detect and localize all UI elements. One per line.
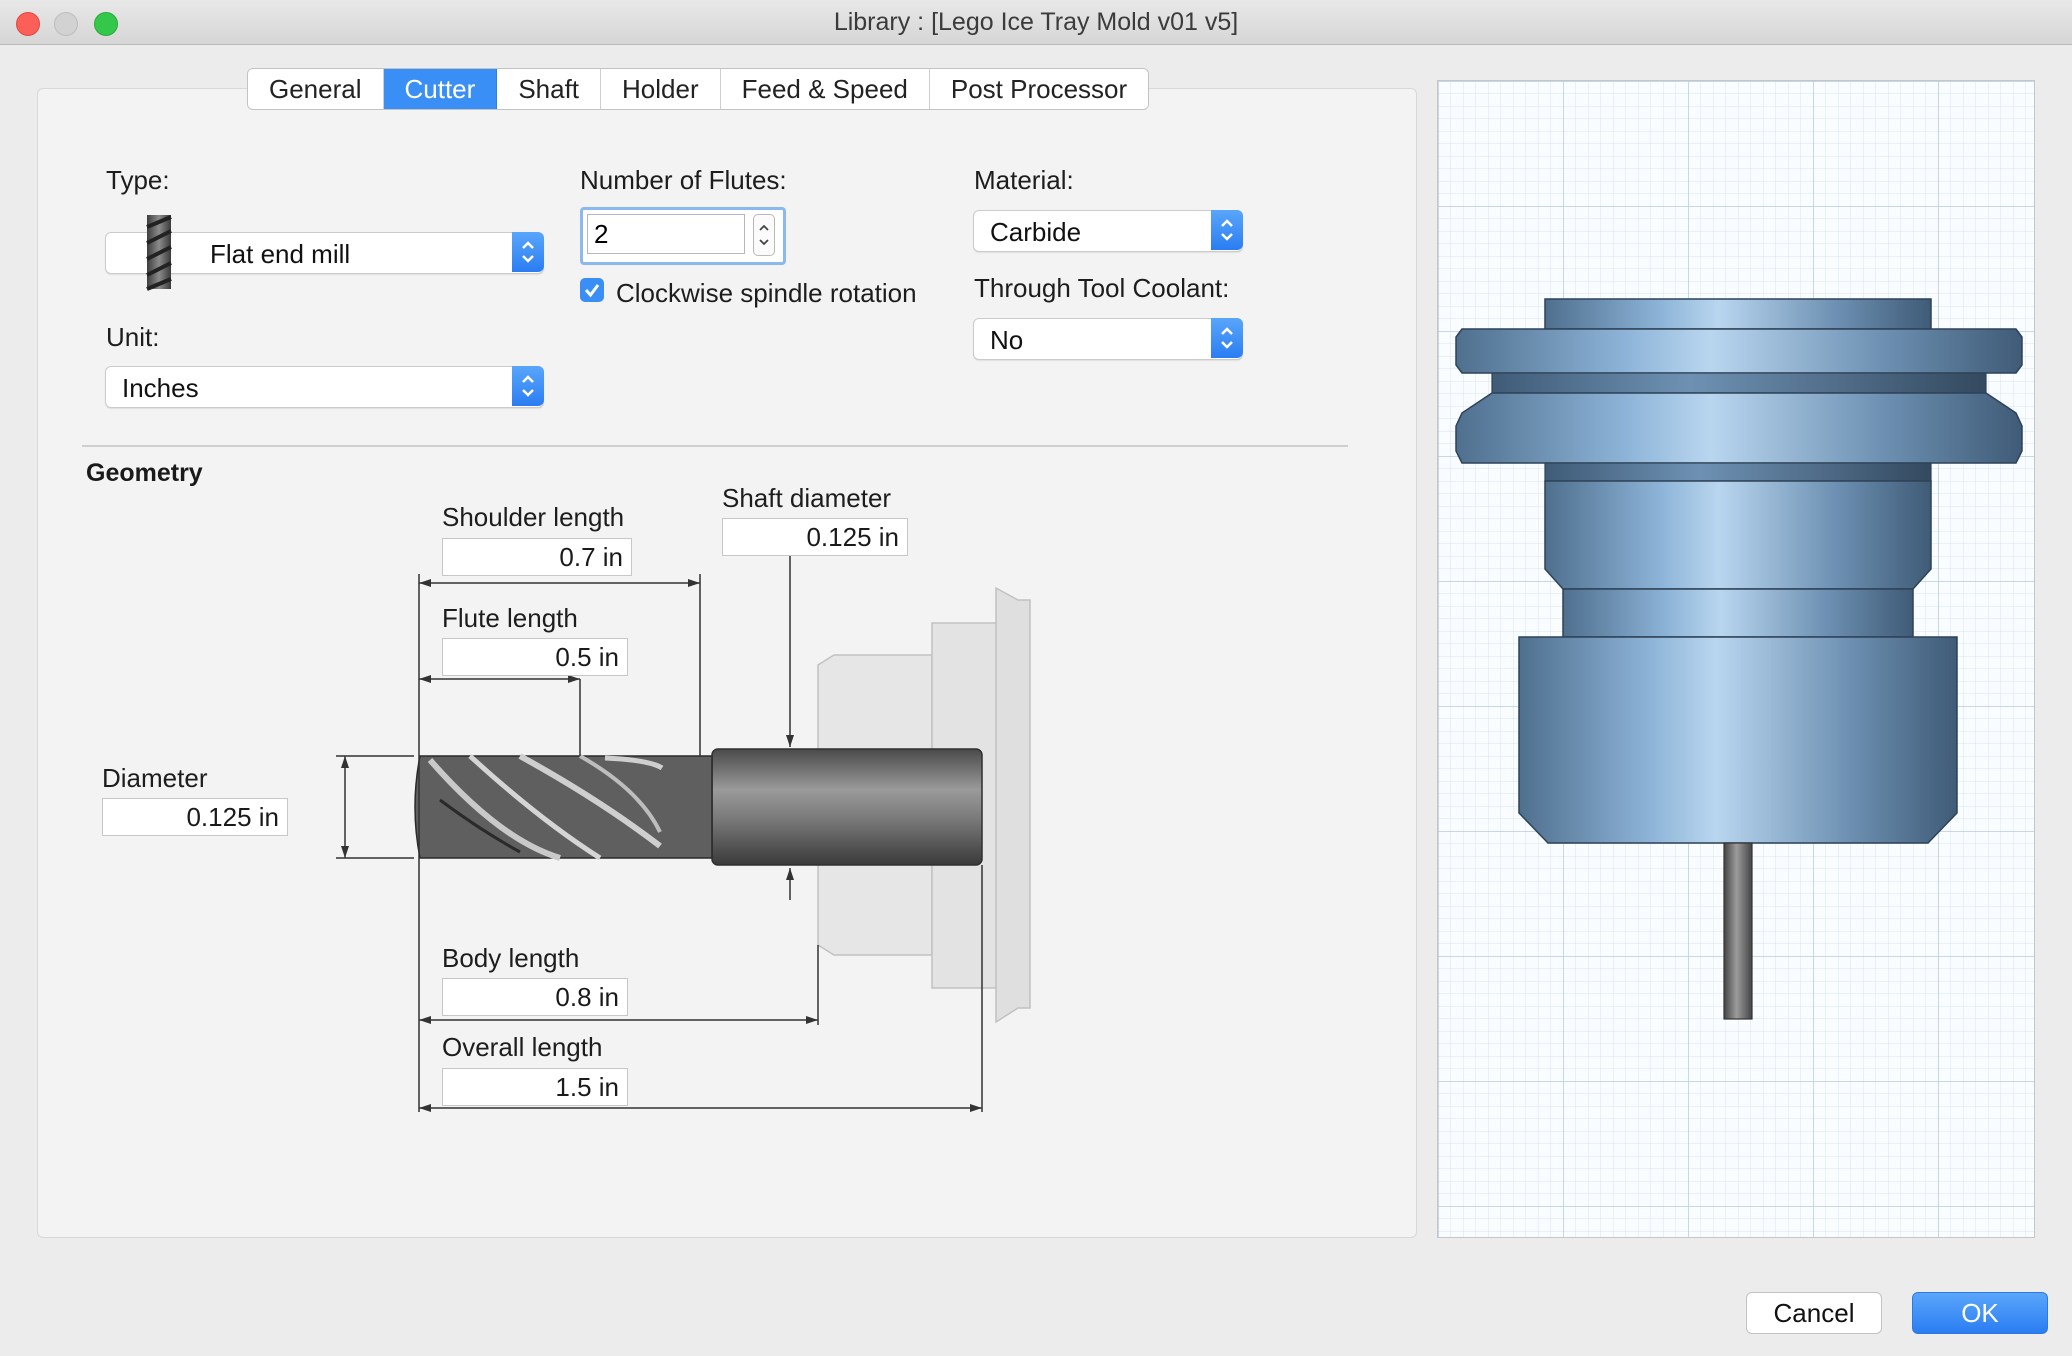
title-bar: Library : [Lego Ice Tray Mold v01 v5] — [0, 0, 2072, 45]
flutes-label: Number of Flutes: — [580, 165, 787, 195]
shaft-diameter-label: Shaft diameter — [722, 483, 892, 513]
geometry-heading: Geometry — [86, 459, 203, 487]
shaft-diameter-field[interactable]: 0.125 in — [722, 518, 908, 556]
tool-flutes — [414, 753, 713, 861]
stepper-arrows-icon — [759, 224, 769, 246]
unit-select-arrows — [512, 366, 544, 406]
ok-button[interactable]: OK — [1912, 1292, 2048, 1334]
diameter-field[interactable]: 0.125 in — [102, 798, 288, 836]
tab-post-processor[interactable]: Post Processor — [929, 69, 1149, 109]
body-length-field[interactable]: 0.8 in — [442, 978, 628, 1016]
coolant-select[interactable]: No — [973, 318, 1243, 360]
shoulder-length-field[interactable]: 0.7 in — [442, 538, 632, 576]
dimension-arrowheads — [341, 579, 982, 1112]
section-divider — [82, 445, 1348, 447]
material-select[interactable]: Carbide — [973, 210, 1243, 252]
minimize-window-button[interactable] — [54, 12, 78, 36]
flutes-stepper[interactable] — [753, 214, 775, 256]
type-label: Type: — [106, 165, 170, 195]
checkmark-icon — [584, 284, 600, 298]
tab-shaft[interactable]: Shaft — [497, 69, 602, 109]
tool-3d-preview[interactable] — [1437, 80, 2035, 1238]
tab-bar: General Cutter Shaft Holder Feed & Speed… — [247, 68, 1150, 110]
tab-feed-speed[interactable]: Feed & Speed — [720, 69, 930, 109]
overall-length-label: Overall length — [442, 1032, 603, 1062]
diameter-label: Diameter — [102, 763, 208, 793]
coolant-value: No — [990, 325, 1024, 355]
flutes-input[interactable] — [587, 214, 745, 254]
chevron-up-down-icon — [1221, 327, 1233, 349]
clockwise-label: Clockwise spindle rotation — [616, 278, 917, 308]
holder-preview-graphic — [1438, 81, 2034, 1237]
type-select[interactable]: Flat end mill — [105, 215, 544, 291]
type-select-arrows — [512, 232, 544, 272]
unit-select[interactable]: Inches — [105, 366, 544, 408]
close-window-button[interactable] — [16, 12, 40, 36]
cutter-panel — [37, 88, 1417, 1238]
flute-length-field[interactable]: 0.5 in — [442, 638, 628, 676]
tab-cutter[interactable]: Cutter — [383, 69, 498, 109]
coolant-label: Through Tool Coolant: — [974, 273, 1230, 303]
type-value: Flat end mill — [210, 239, 351, 269]
material-select-arrows — [1211, 210, 1243, 250]
chevron-up-down-icon — [522, 241, 534, 263]
unit-value: Inches — [122, 373, 199, 403]
shoulder-length-label: Shoulder length — [442, 502, 625, 532]
flat-end-mill-icon — [146, 215, 172, 291]
tab-general[interactable]: General — [248, 69, 384, 109]
window-title: Library : [Lego Ice Tray Mold v01 v5] — [833, 8, 1239, 36]
coolant-select-arrows — [1211, 318, 1243, 358]
material-label: Material: — [974, 165, 1074, 195]
tool-geometry-diagram — [336, 556, 1031, 1112]
tool-shank — [711, 748, 983, 866]
chevron-up-down-icon — [1221, 219, 1233, 241]
body-length-label: Body length — [442, 943, 580, 973]
zoom-window-button[interactable] — [94, 12, 118, 36]
tab-holder[interactable]: Holder — [601, 69, 721, 109]
flute-length-label: Flute length — [442, 603, 578, 633]
cancel-button[interactable]: Cancel — [1746, 1292, 1882, 1334]
chevron-up-down-icon — [522, 375, 534, 397]
dimension-lines — [336, 556, 983, 1112]
overall-length-field[interactable]: 1.5 in — [442, 1068, 628, 1106]
material-value: Carbide — [990, 217, 1082, 247]
clockwise-checkbox[interactable] — [580, 278, 604, 302]
flutes-focus-ring — [580, 207, 786, 265]
unit-label: Unit: — [106, 322, 160, 352]
